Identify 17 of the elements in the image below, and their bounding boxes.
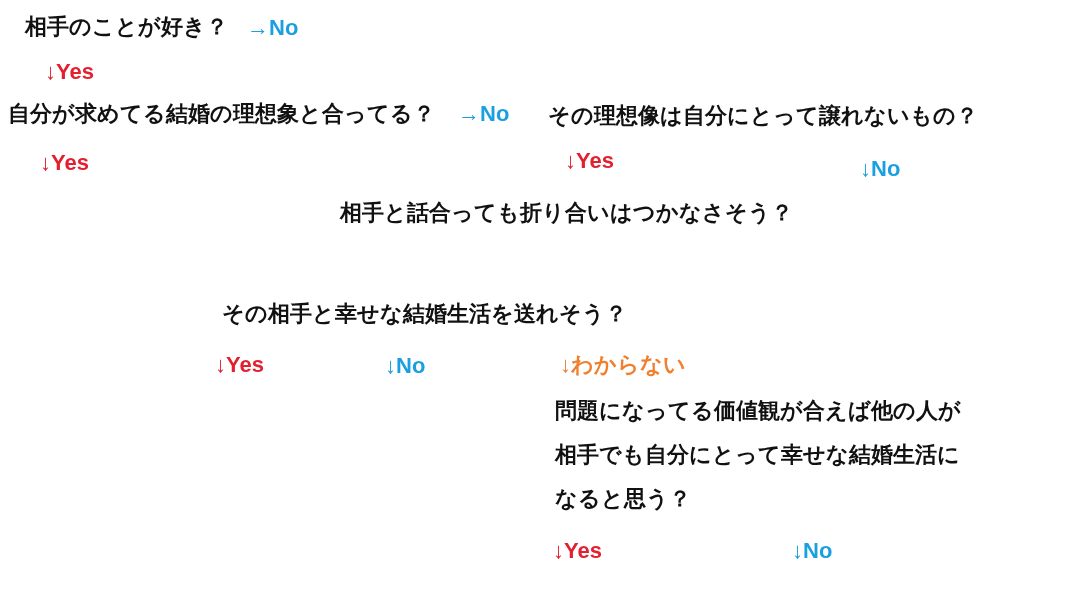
answer-label: ↓Yes [40, 149, 89, 177]
answer-label: ↓No [385, 352, 426, 380]
answer-label: ↓Yes [215, 351, 264, 379]
answer-label: ↓Yes [553, 537, 602, 565]
answer-label: →No [458, 100, 510, 128]
question-text: 相手と話合っても折り合いはつかなさそう？ [340, 199, 793, 227]
question-text: その相手と幸せな結婚生活を送れそう？ [222, 300, 627, 328]
question-text: 自分が求めてる結婚の理想象と合ってる？ [8, 100, 435, 128]
question-text: その理想像は自分にとって譲れないもの？ [548, 102, 978, 130]
answer-label: →No [247, 14, 299, 42]
answer-label: ↓Yes [45, 58, 94, 86]
answer-label: ↓Yes [565, 147, 614, 175]
question-text: 問題になってる価値観が合えば他の人が相手でも自分にとって幸せな結婚生活になると思う？ [555, 397, 962, 513]
answer-label: ↓No [792, 537, 833, 565]
question-text: 相手のことが好き？ [25, 13, 228, 41]
answer-label: ↓わからない [560, 351, 686, 379]
answer-label: ↓No [860, 155, 901, 183]
